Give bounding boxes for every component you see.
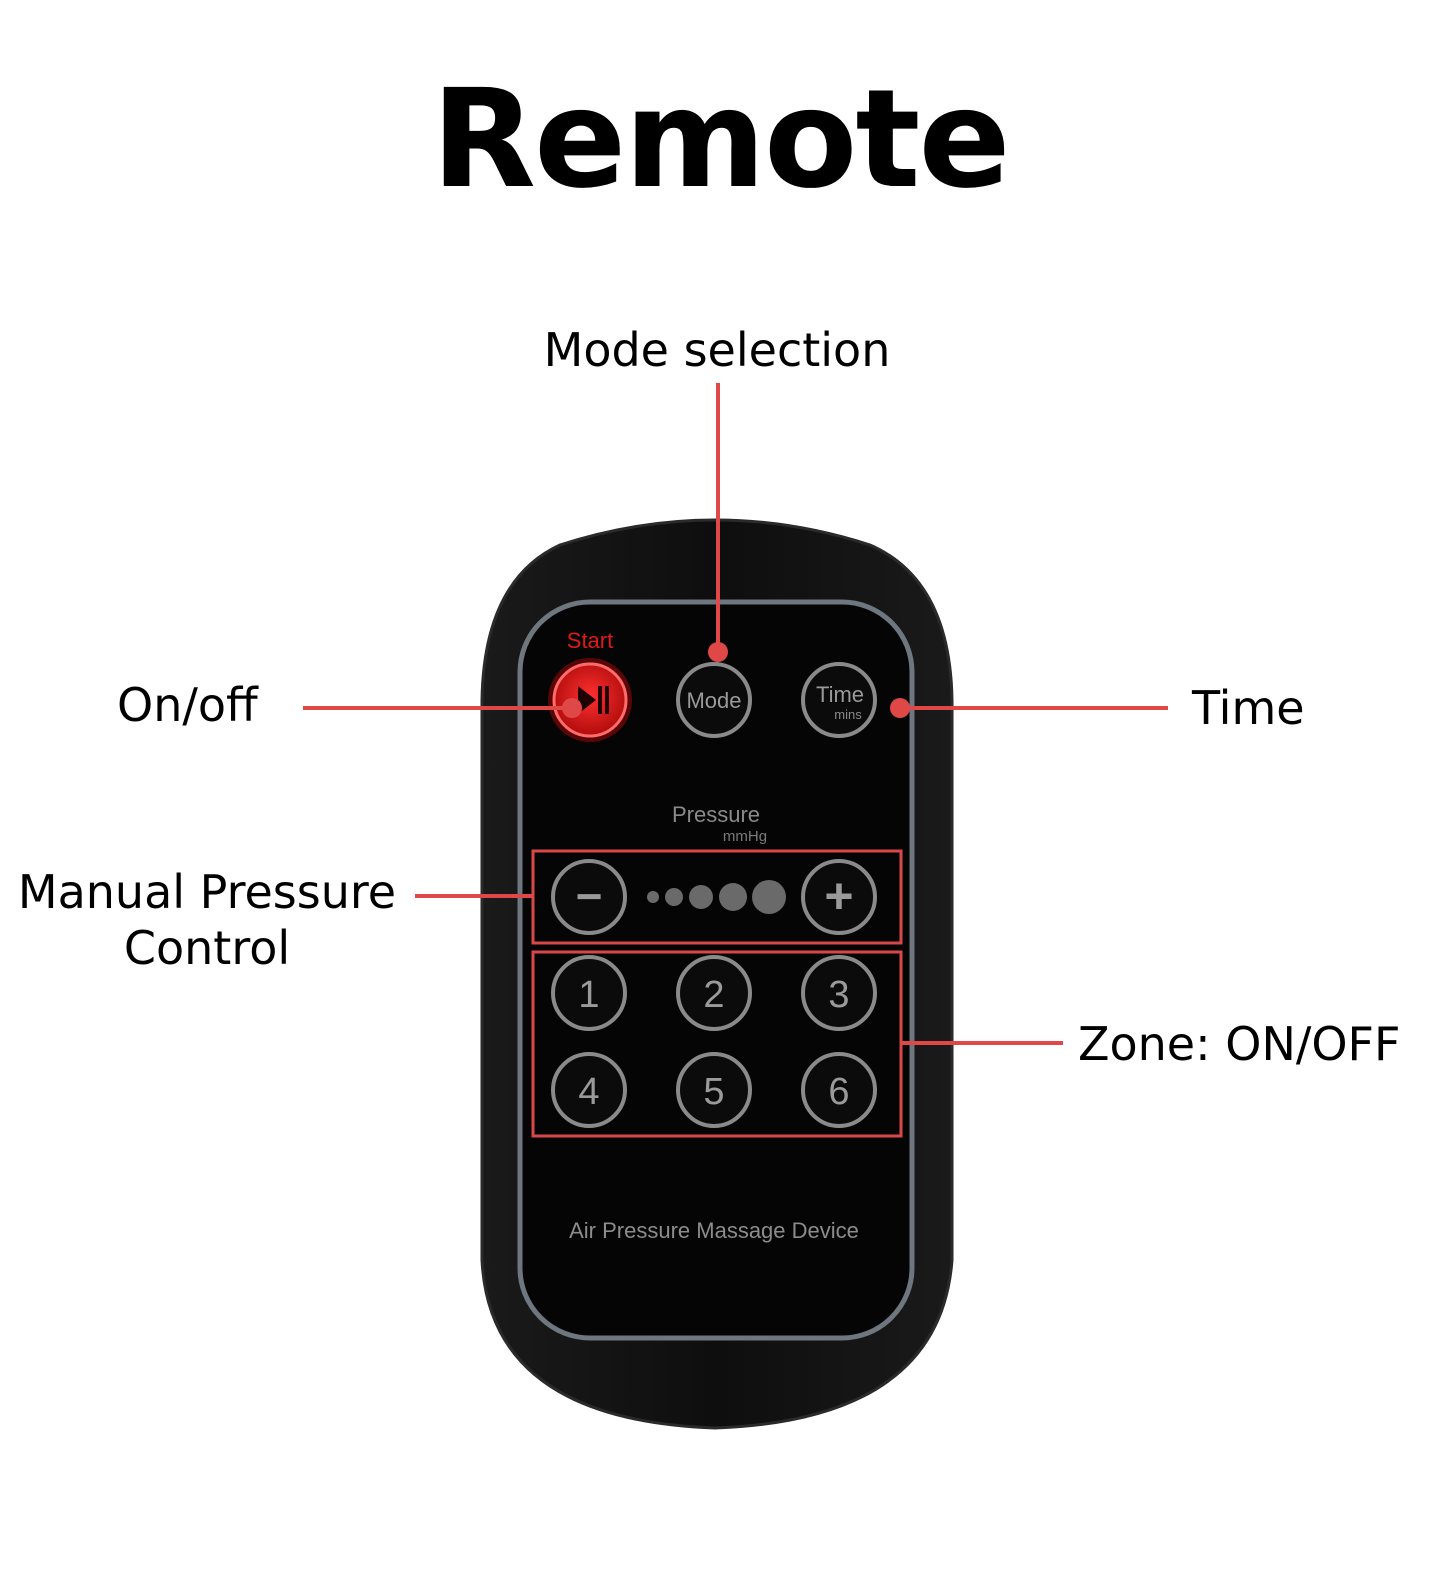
zone-button-2[interactable] <box>676 955 752 1031</box>
zone-button-label: 3 <box>828 974 849 1016</box>
zone-button-1[interactable] <box>551 955 627 1031</box>
time-button-label: Time <box>816 682 864 707</box>
mode-button-label: Mode <box>686 688 741 713</box>
page-title: Remote <box>431 61 1010 219</box>
zone-button-label: 1 <box>578 974 599 1016</box>
leader-time-dot <box>890 698 910 718</box>
time-button[interactable] <box>801 662 877 738</box>
callout-on-off: On/off <box>117 678 258 732</box>
pressure-unit: mmHg <box>723 828 767 845</box>
zone-button-6[interactable] <box>801 1052 877 1128</box>
start-label: Start <box>567 628 613 653</box>
callout-manual-pressure-control: Manual Pressure Control <box>17 865 397 975</box>
time-button-unit: mins <box>834 707 862 722</box>
leader-mode-dot <box>708 642 728 662</box>
zone-button-label: 2 <box>703 974 724 1016</box>
pressure-label: Pressure <box>672 802 760 827</box>
zone-button-label: 6 <box>828 1071 849 1113</box>
mode-button[interactable] <box>676 662 752 738</box>
callout-lines <box>303 383 1168 1045</box>
callout-zone: Zone: ON/OFF <box>1078 1017 1401 1071</box>
zone-button-3[interactable] <box>801 955 877 1031</box>
pressure-minus-label: − <box>576 870 603 922</box>
pressure-level-dots <box>647 880 786 914</box>
zone-button-label: 5 <box>703 1071 724 1113</box>
device-name: Air Pressure Massage Device <box>569 1218 859 1243</box>
zone-button-label: 4 <box>578 1071 599 1113</box>
zone-buttons: 1 2 3 4 5 6 <box>551 955 877 1128</box>
pressure-plus-button[interactable] <box>801 859 877 935</box>
pressure-plus-label: + <box>824 868 853 924</box>
zone-button-4[interactable] <box>551 1052 627 1128</box>
leader-onoff-dot <box>562 698 582 718</box>
callout-time: Time <box>1192 681 1305 735</box>
zone-button-5[interactable] <box>676 1052 752 1128</box>
callout-mode-selection: Mode selection <box>543 323 891 377</box>
play-pause-icon <box>578 686 609 714</box>
pressure-minus-button[interactable] <box>551 859 627 935</box>
